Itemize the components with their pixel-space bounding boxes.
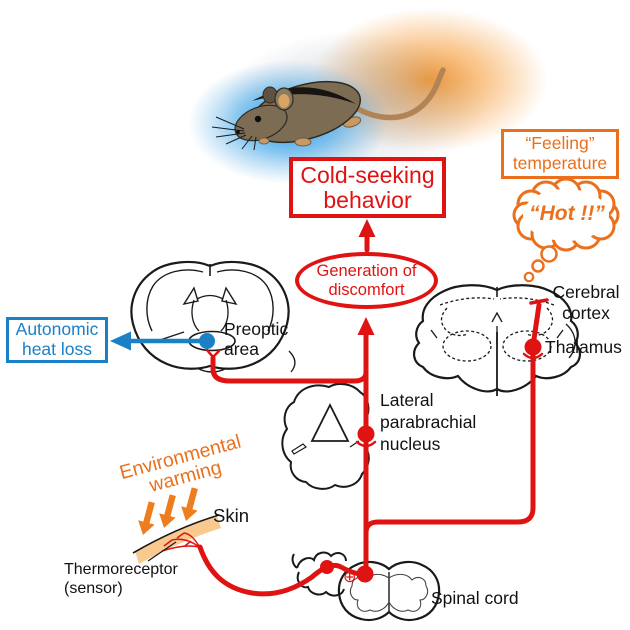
- thalamus-neuron-dot: [524, 338, 542, 356]
- cloud-trail-bubble-2: [531, 259, 545, 273]
- trunk-arrowhead: [357, 317, 375, 335]
- branch-to-preoptic: [210, 355, 369, 384]
- drg-neuron-dot: [320, 560, 334, 574]
- brain-sliver-left: [430, 329, 438, 339]
- mouse-foot: [294, 137, 312, 147]
- mouse-nose: [236, 130, 240, 134]
- thermoreceptor-pointer: [147, 541, 177, 562]
- mouse-tail: [347, 67, 446, 121]
- skin-illustration: [132, 514, 221, 564]
- autonomic-output: [110, 331, 215, 351]
- thalamus-label: Thalamus: [545, 337, 622, 357]
- ventricle-left: [182, 286, 199, 306]
- autonomic-arrowhead: [110, 331, 131, 351]
- branch-to-thalamus: [363, 352, 536, 536]
- ventricle-right: [221, 286, 238, 306]
- lateral-parabrachial-nucleus-label: Lateral parabrachial nucleus: [380, 390, 477, 454]
- neuron-somata: [320, 338, 542, 583]
- cloud-trail-bubble-1: [540, 245, 558, 263]
- brain-sliver: [159, 331, 185, 341]
- mouse-front-paw: [258, 137, 270, 145]
- cerebral-cortex-label: Cerebral cortex: [552, 282, 620, 323]
- gray-matter-butterfly: [349, 573, 429, 612]
- third-ventricle: [491, 311, 503, 344]
- brain-inner-right: [216, 269, 274, 332]
- thermoreceptor-label: Thermoreceptor (sensor): [64, 561, 178, 598]
- autonomic-line2: heat loss: [21, 339, 93, 359]
- central-structure: [191, 294, 229, 332]
- feeling-line2: temperature: [512, 153, 608, 173]
- discomfort-line1: Generation of: [316, 262, 417, 281]
- autonomic-heat-loss-box: Autonomic heat loss: [6, 317, 108, 363]
- discomfort-line2: discomfort: [328, 280, 405, 299]
- thalamus-synapse-cup: [522, 352, 544, 360]
- cold-seeking-behavior-box: Cold-seeking behavior: [289, 157, 446, 218]
- generation-of-discomfort-ellipse: Generation of discomfort: [295, 252, 438, 309]
- preoptic-pointer: [288, 350, 296, 373]
- preoptic-area-label: Preoptic area: [224, 319, 289, 359]
- cortex-pointer: [565, 323, 576, 359]
- pons-sliver: [291, 443, 307, 455]
- preoptic-neuron-dot: [199, 333, 215, 349]
- skin-label: Skin: [213, 505, 249, 526]
- brain-section-pons: [281, 383, 370, 490]
- autonomic-line1: Autonomic: [15, 319, 99, 340]
- behavior-arrowhead: [358, 219, 376, 237]
- red-pathway: [197, 219, 549, 597]
- feeling-line1: “Feeling”: [525, 133, 595, 154]
- skin-to-drg-axon: [197, 544, 315, 597]
- cloud-body: [523, 189, 609, 241]
- cold-seeking-line1: Cold-seeking: [300, 161, 435, 188]
- mouse-eye: [254, 115, 262, 123]
- hot-thought-text: “Hot !!”: [529, 202, 605, 225]
- brain-dashed-structures: [439, 297, 555, 362]
- thought-cloud: [512, 177, 620, 283]
- thermoreceptor-branches: [161, 532, 200, 552]
- fourth-ventricle-triangle: [310, 402, 350, 442]
- spinal-neuron-dot: [356, 565, 374, 583]
- lpb-neuron-dot: [357, 425, 375, 443]
- excitatory-synapse-symbol: ⊕: [343, 569, 357, 586]
- mouse-ear-inner: [278, 94, 290, 108]
- feeling-temperature-box: “Feeling” temperature: [501, 129, 619, 179]
- mouse-whiskers: [211, 116, 257, 151]
- pointer-lines: [147, 323, 576, 562]
- brain-sliver-right: [556, 329, 564, 339]
- spinal-cord-label: Spinal cord: [431, 588, 519, 608]
- mouse-illustration: [211, 67, 446, 151]
- cold-seeking-line2: behavior: [323, 186, 412, 213]
- brain-inner-left: [146, 269, 204, 332]
- cloud-trail-bubble-3: [523, 271, 535, 283]
- preoptic-terminal: [205, 348, 221, 359]
- skin-surface-line: [132, 514, 220, 554]
- cortex-terminal-bar: [529, 298, 549, 305]
- lpb-synapse-cup: [355, 440, 377, 448]
- warming-arrows: [138, 487, 198, 535]
